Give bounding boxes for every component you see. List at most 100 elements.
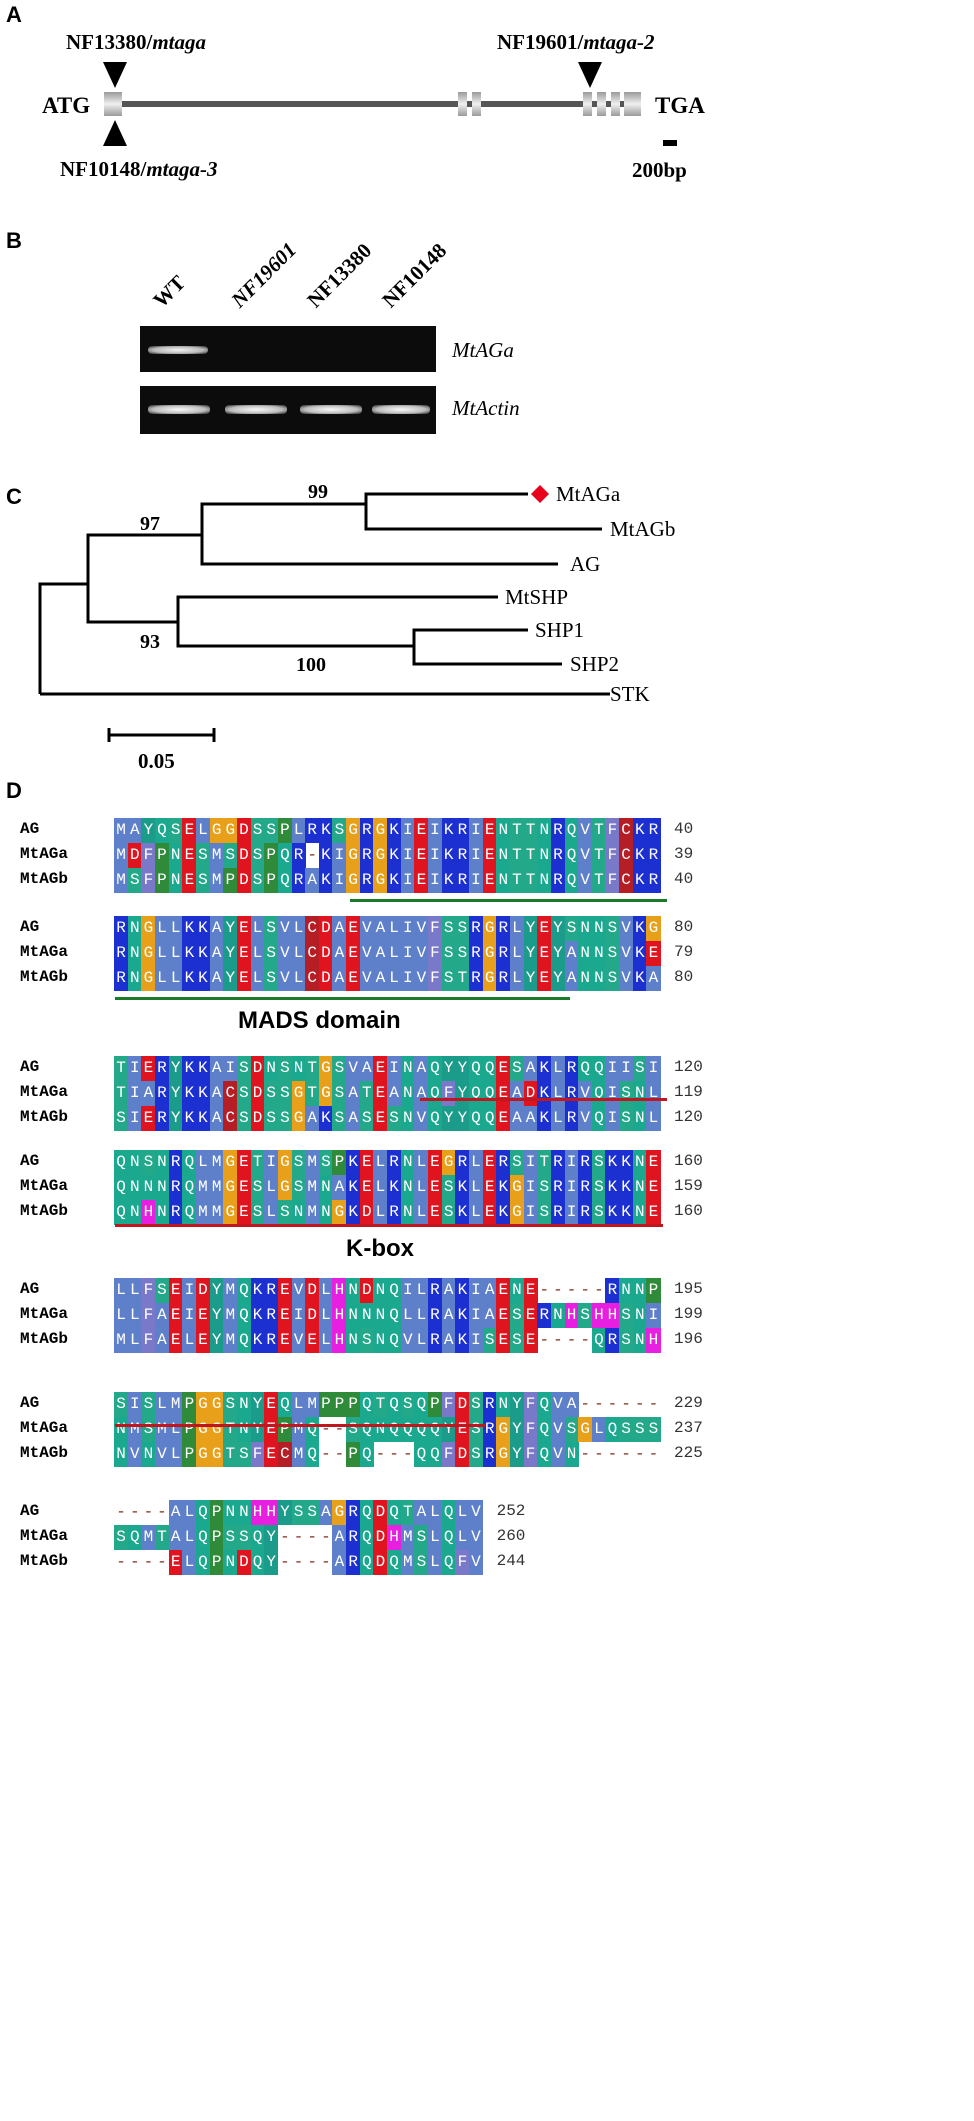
residue: T <box>114 1081 129 1106</box>
residue: S <box>264 1106 279 1131</box>
residue: P <box>427 1392 443 1417</box>
residue: D <box>318 941 333 966</box>
residue: A <box>318 1500 333 1525</box>
residue: E <box>236 1150 252 1175</box>
residue: Q <box>359 1392 374 1417</box>
gene-model-panel: ATG TGA 200bp NF13380/mtaga NF19601/mtag… <box>0 0 974 210</box>
residue: F <box>427 916 443 941</box>
residue: K <box>455 1175 470 1200</box>
residue: M <box>168 1392 183 1417</box>
residue: R <box>291 868 306 893</box>
gel-lane-label: NF19601 <box>226 238 301 313</box>
residue: K <box>441 868 456 893</box>
residue: S <box>250 868 265 893</box>
residue: M <box>400 1525 415 1550</box>
residue: S <box>223 843 238 868</box>
alignment-position: 237 <box>674 1419 703 1437</box>
residue: F <box>141 843 156 868</box>
residue: Q <box>537 1417 552 1442</box>
residue: Q <box>578 1056 593 1081</box>
residue: S <box>509 1303 525 1328</box>
tree-scale-bar <box>107 728 216 742</box>
gel-band <box>148 346 208 354</box>
residue: Y <box>277 1500 292 1525</box>
residue: F <box>250 1442 265 1467</box>
residue: R <box>455 818 470 843</box>
gel-panel: WT NF19601 NF13380 NF10148 MtAGa MtActin <box>0 220 974 470</box>
residue: M <box>291 1442 306 1467</box>
residue: R <box>291 843 306 868</box>
residue: R <box>550 843 565 868</box>
residue: M <box>209 1200 224 1225</box>
residue: R <box>114 941 129 966</box>
tree-leaf-label: AG <box>570 552 600 576</box>
residue: K <box>250 1303 265 1328</box>
alignment-position: 225 <box>674 1444 703 1462</box>
residue: N <box>400 1175 415 1200</box>
residue: Q <box>482 1106 497 1131</box>
residue: V <box>550 1417 565 1442</box>
residue: R <box>482 1417 497 1442</box>
kbox-underline-2 <box>115 1224 663 1227</box>
residue: Y <box>168 1081 183 1106</box>
residue: S <box>509 1150 525 1175</box>
residue: Y <box>523 966 538 991</box>
residue: H <box>332 1303 347 1328</box>
residue: N <box>564 1442 579 1467</box>
residue: - <box>566 1331 577 1349</box>
residue: V <box>127 1442 142 1467</box>
residue: Q <box>359 1417 374 1442</box>
residue: S <box>236 1442 252 1467</box>
residue: K <box>455 1278 470 1303</box>
residue: G <box>482 941 497 966</box>
residue: R <box>455 868 470 893</box>
residue: Q <box>387 1328 402 1353</box>
allele-name: mtaga-3 <box>146 157 218 181</box>
residue: L <box>550 1056 565 1081</box>
residue: A <box>373 916 388 941</box>
residue: V <box>277 916 292 941</box>
residue: Y <box>209 1328 224 1353</box>
residue: Q <box>114 1200 129 1225</box>
residue: N <box>223 1500 238 1525</box>
residue: A <box>332 966 347 991</box>
tree-branch <box>86 533 202 584</box>
residue: E <box>168 1550 183 1575</box>
residue: A <box>482 1303 497 1328</box>
residue: K <box>455 1303 470 1328</box>
residue: A <box>332 1175 347 1200</box>
residue: E <box>168 1278 183 1303</box>
tree-leaf-label: SHP2 <box>570 652 619 676</box>
residue: N <box>496 818 511 843</box>
residue: V <box>359 966 374 991</box>
residue: Q <box>564 868 579 893</box>
residue: Q <box>414 1417 429 1442</box>
residue: E <box>182 843 197 868</box>
residue: L <box>414 1200 429 1225</box>
residue: F <box>141 868 156 893</box>
residue: L <box>291 916 306 941</box>
residue: P <box>346 1392 361 1417</box>
alignment-position: 79 <box>674 943 694 961</box>
residue: - <box>143 1503 154 1521</box>
residue: E <box>537 941 552 966</box>
residue: S <box>236 1081 252 1106</box>
residue: E <box>373 1081 388 1106</box>
insertion-arrow-nf13380 <box>103 62 127 88</box>
residue: - <box>634 1395 645 1413</box>
residue: F <box>605 868 620 893</box>
residue: T <box>250 1150 265 1175</box>
residue: Q <box>182 1175 197 1200</box>
residue: G <box>291 1106 306 1131</box>
residue: I <box>646 1056 661 1081</box>
residue: Q <box>277 868 292 893</box>
residue: L <box>509 941 525 966</box>
residue: Q <box>359 1550 374 1575</box>
alignment-seq-name: MtAGb <box>20 1330 69 1348</box>
residue: G <box>346 843 361 868</box>
residue: G <box>209 1442 224 1467</box>
residue: - <box>594 1395 604 1413</box>
alignment-seq-name: AG <box>20 820 40 838</box>
residue: E <box>646 1175 661 1200</box>
residue: T <box>591 868 606 893</box>
